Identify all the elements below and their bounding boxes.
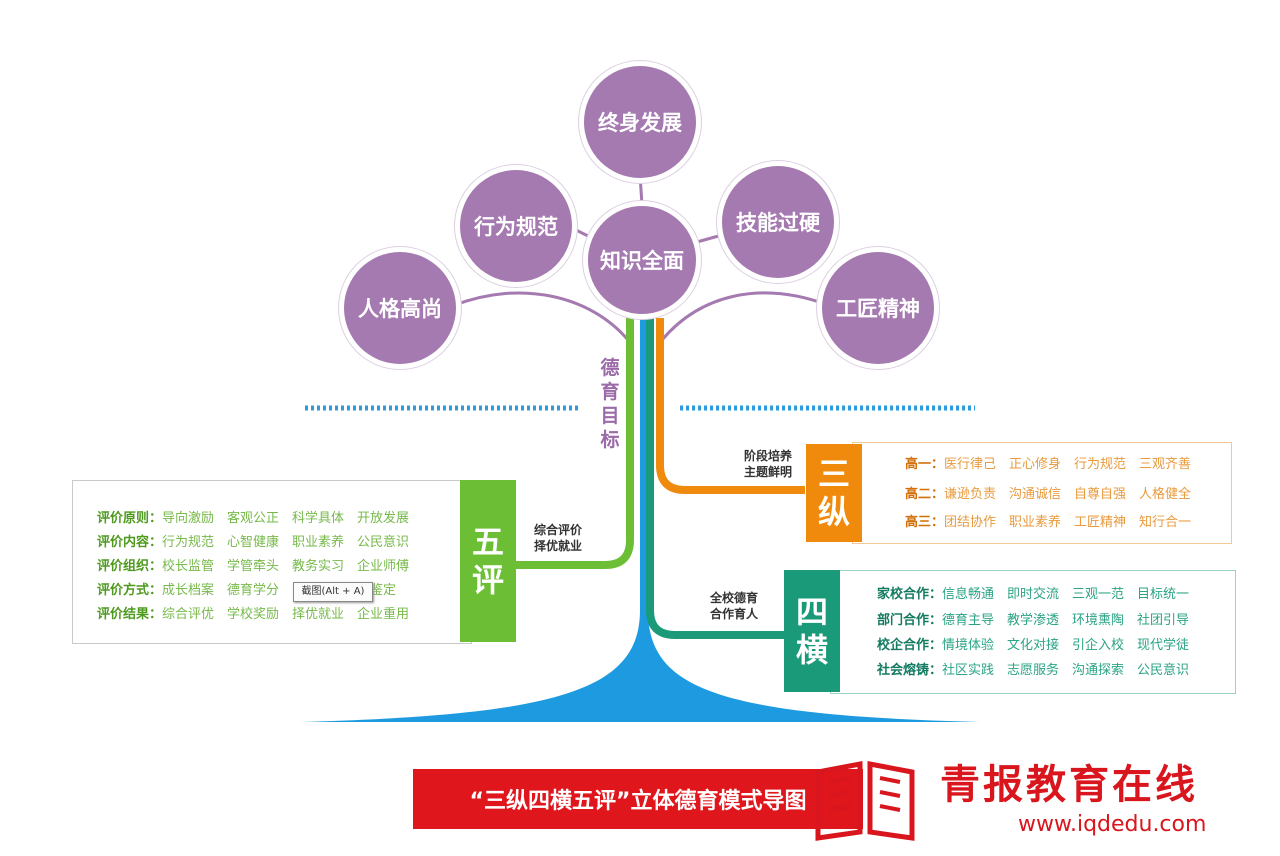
wuping-row: 评价结果：综合评优 学校奖励 择优就业 企业重用: [97, 603, 409, 622]
branch-line: 全校德育: [709, 591, 758, 605]
connector-top: [638, 174, 644, 206]
wuping-row: 评价组织：校长监管 学管牵头 教务实习 企业师傅: [97, 555, 409, 574]
wuping-branch-label: 综合评价 择优就业: [520, 522, 596, 554]
siheng-panel: 家校合作：信息畅通 即时交流 三观一范 目标统一 部门合作：德育主导 教学渗透 …: [830, 570, 1236, 694]
goal-craftsman-spirit: 工匠精神: [822, 252, 934, 364]
sanzong-title-char: 三: [817, 455, 850, 493]
trunk-label: 德 育 目 标: [598, 356, 622, 452]
siheng-row: 部门合作：德育主导 教学渗透 环境熏陶 社团引导: [877, 609, 1189, 628]
row-value: 团结协作 职业素养 工匠精神 知行合一: [944, 515, 1192, 530]
trunk-orange-branch: [656, 318, 805, 494]
trunk-green-branch: [515, 318, 634, 569]
sanzong-row: 高一：医行律己 正心修身 行为规范 三观齐善: [905, 453, 1191, 472]
trunk-label-char: 育: [600, 381, 620, 403]
branch-line: 主题鲜明: [743, 465, 792, 479]
branch-line: 合作育人: [709, 607, 758, 621]
book-logo-icon: [815, 760, 915, 841]
sanzong-title-box: 三 纵: [806, 444, 862, 542]
brand-url: www.iqdedu.com: [1018, 812, 1207, 837]
row-value: 综合评优 学校奖励 择优就业 企业重用: [162, 607, 410, 622]
siheng-branch-label: 全校德育 合作育人: [696, 590, 772, 622]
siheng-row: 家校合作：信息畅通 即时交流 三观一范 目标统一: [877, 583, 1189, 602]
connector-left-mid: [567, 224, 593, 240]
connector-left-low: [454, 291, 630, 341]
row-key: 评价组织：: [97, 559, 163, 574]
wuping-row: 评价原则：导向激励 客观公正 科学具体 开放发展: [97, 507, 409, 526]
row-value: 医行律己 正心修身 行为规范 三观齐善: [944, 457, 1192, 472]
branch-line: 择优就业: [533, 539, 582, 553]
diagram-caption: “三纵四横五评”立体德育模式导图: [413, 769, 863, 829]
row-key: 评价原则：: [97, 511, 163, 526]
row-value: 信息畅通 即时交流 三观一范 目标统一: [942, 587, 1190, 602]
sanzong-row: 高二：谦逊负责 沟通诚信 自尊自强 人格健全: [905, 483, 1191, 502]
row-key: 评价方式：: [97, 583, 163, 598]
row-key: 家校合作：: [877, 587, 943, 602]
branch-line: 综合评价: [533, 523, 582, 537]
screenshot-tooltip: 截图(Alt + A): [293, 582, 373, 602]
wuping-title-box: 五 评: [460, 480, 516, 642]
sanzong-branch-label: 阶段培养 主题鲜明: [730, 448, 806, 480]
trunk-label-char: 标: [600, 429, 620, 451]
connector-right-low: [660, 291, 829, 341]
row-key: 评价内容：: [97, 535, 163, 550]
siheng-title-box: 四 横: [784, 570, 840, 692]
branch-line: 阶段培养: [743, 449, 792, 463]
row-key: 高二：: [905, 487, 945, 502]
row-value: 德育主导 教学渗透 环境熏陶 社团引导: [942, 613, 1190, 628]
sanzong-panel: 高一：医行律己 正心修身 行为规范 三观齐善 高二：谦逊负责 沟通诚信 自尊自强…: [852, 442, 1232, 544]
wuping-title-char: 五: [471, 523, 504, 561]
siheng-title-char: 横: [795, 631, 828, 669]
row-value: 谦逊负责 沟通诚信 自尊自强 人格健全: [944, 487, 1192, 502]
wuping-panel: 评价原则：导向激励 客观公正 科学具体 开放发展 评价内容：行为规范 心智健康 …: [72, 480, 472, 644]
sanzong-title-char: 纵: [817, 493, 850, 531]
wuping-row: 评价内容：行为规范 心智健康 职业素养 公民意识: [97, 531, 409, 550]
row-key: 高一：: [905, 457, 945, 472]
sanzong-row: 高三：团结协作 职业素养 工匠精神 知行合一: [905, 511, 1191, 530]
trunk-blue: [300, 318, 980, 722]
connector-right-mid: [696, 233, 723, 244]
row-value: 校长监管 学管牵头 教务实习 企业师傅: [162, 559, 410, 574]
row-value: 导向激励 客观公正 科学具体 开放发展: [162, 511, 410, 526]
row-key: 评价结果：: [97, 607, 163, 622]
trunk-teal-branch: [646, 318, 790, 639]
row-key: 高三：: [905, 515, 945, 530]
row-value: 社区实践 志愿服务 沟通探索 公民意识: [942, 663, 1190, 678]
row-value: 行为规范 心智健康 职业素养 公民意识: [162, 535, 410, 550]
goal-lifelong-development: 终身发展: [584, 66, 696, 178]
wuping-title-char: 评: [471, 561, 504, 599]
trunk-label-char: 德: [600, 357, 620, 379]
goal-behavior-standards: 行为规范: [460, 170, 572, 282]
goal-noble-character: 人格高尚: [344, 252, 456, 364]
row-key: 社会熔铸：: [877, 663, 943, 678]
goal-comprehensive-knowledge: 知识全面: [588, 206, 696, 314]
siheng-row: 校企合作：情境体验 文化对接 引企入校 现代学徒: [877, 634, 1189, 653]
row-value: 情境体验 文化对接 引企入校 现代学徒: [942, 638, 1190, 653]
row-key: 部门合作：: [877, 613, 943, 628]
brand-name: 青报教育在线: [940, 762, 1198, 808]
row-key: 校企合作：: [877, 638, 943, 653]
siheng-row: 社会熔铸：社区实践 志愿服务 沟通探索 公民意识: [877, 659, 1189, 678]
goal-solid-skills: 技能过硬: [722, 166, 834, 278]
trunk-label-char: 目: [600, 405, 620, 427]
siheng-title-char: 四: [795, 593, 828, 631]
